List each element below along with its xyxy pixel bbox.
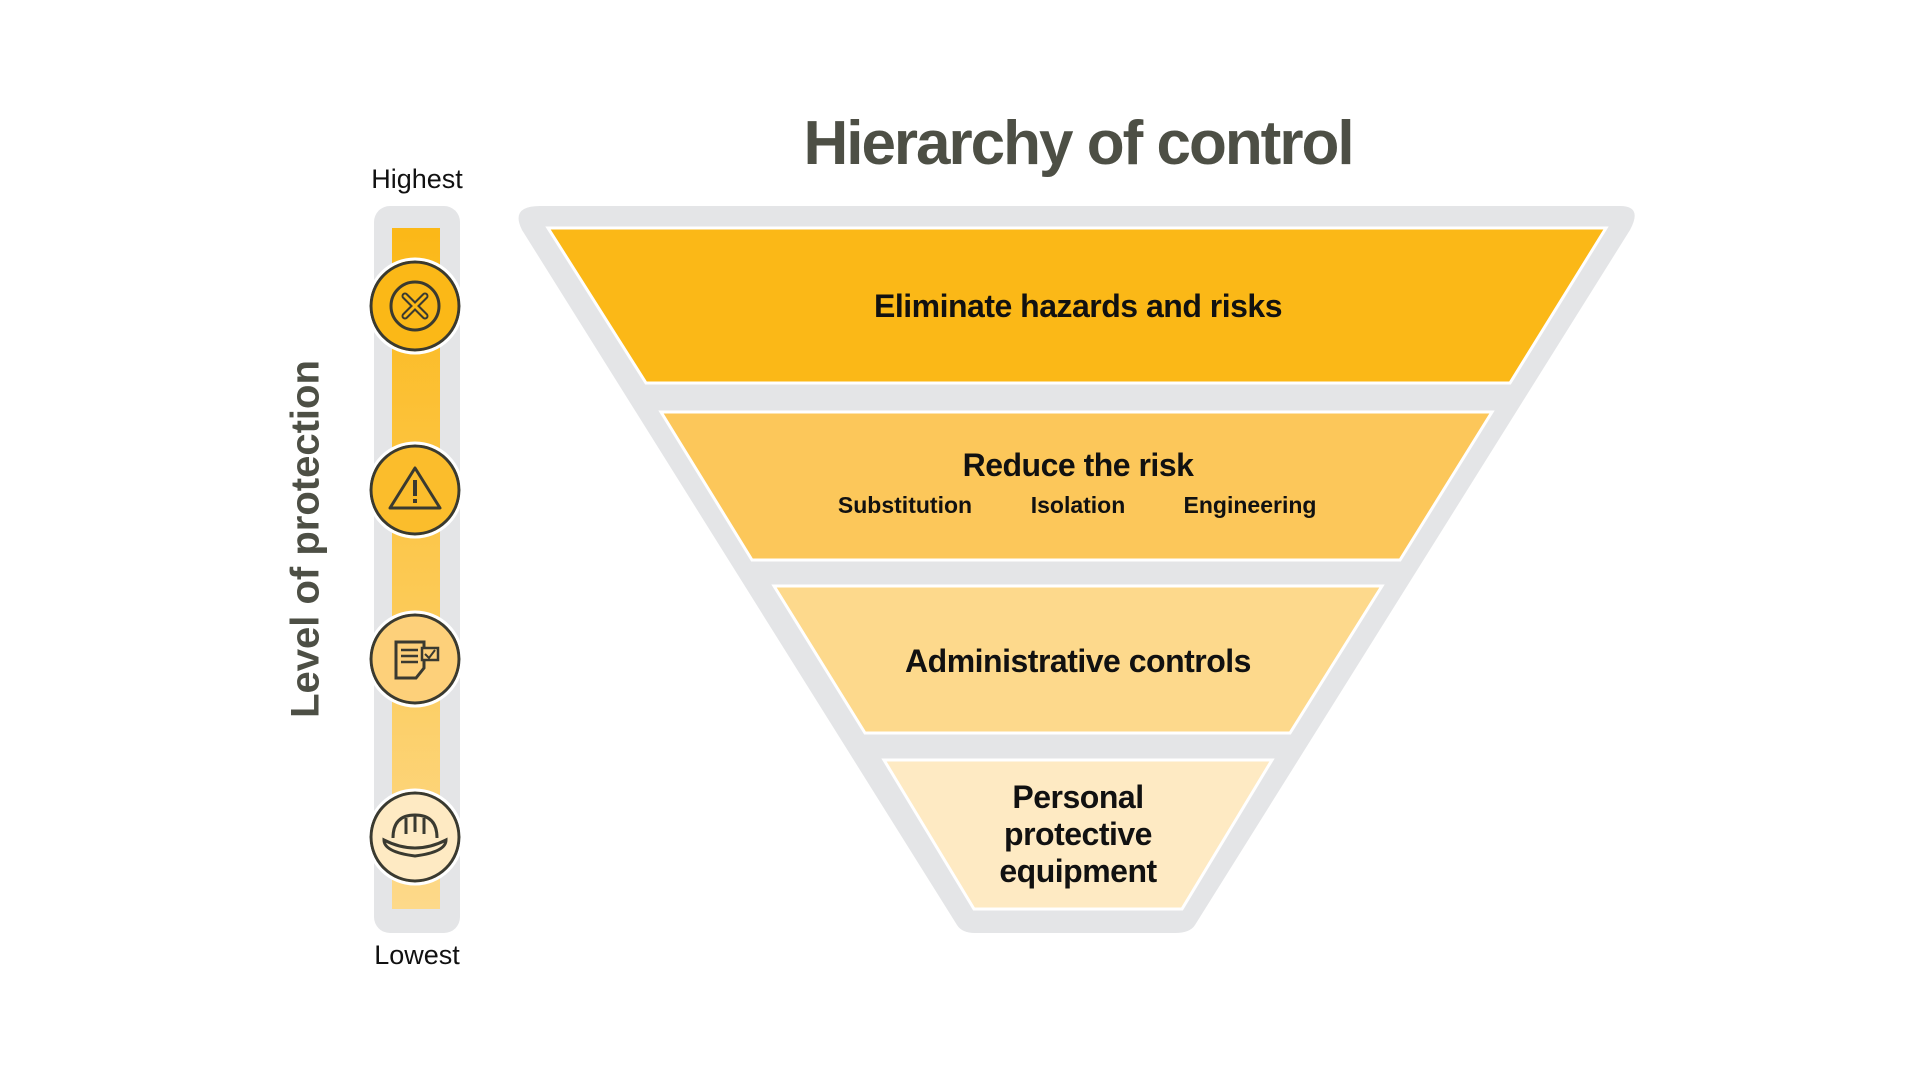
substitution-label: Substitution: [837, 492, 973, 518]
band-eliminate: [545, 226, 1609, 385]
warning-triangle-icon: [366, 441, 464, 539]
cancel-circle-icon: [366, 257, 464, 355]
ppe-line-3: equipment: [999, 853, 1157, 889]
band-reduce: [658, 410, 1495, 562]
administrative-label: Administrative controls: [905, 643, 1251, 679]
funnel-frame: [518, 206, 1635, 933]
level-of-protection-label: Level of protection: [283, 360, 328, 718]
page-title: Hierarchy of control: [803, 109, 1354, 178]
reduce-label: Reduce the risk: [962, 447, 1194, 483]
band-administrative: [771, 584, 1385, 735]
ppe-line-2: protective: [1004, 816, 1152, 852]
hard-hat-icon: [366, 788, 464, 886]
document-checklist-icon: [366, 610, 464, 708]
highest-label: Highest: [371, 164, 463, 194]
ppe-label: Personal protective equipment: [900, 779, 1256, 890]
isolation-label: Isolation: [1030, 492, 1126, 518]
eliminate-label: Eliminate hazards and risks: [874, 288, 1283, 324]
band-ppe: [881, 758, 1275, 911]
engineering-label: Engineering: [1183, 492, 1317, 518]
lowest-label: Lowest: [374, 940, 460, 970]
ppe-line-1: Personal: [1012, 779, 1144, 815]
